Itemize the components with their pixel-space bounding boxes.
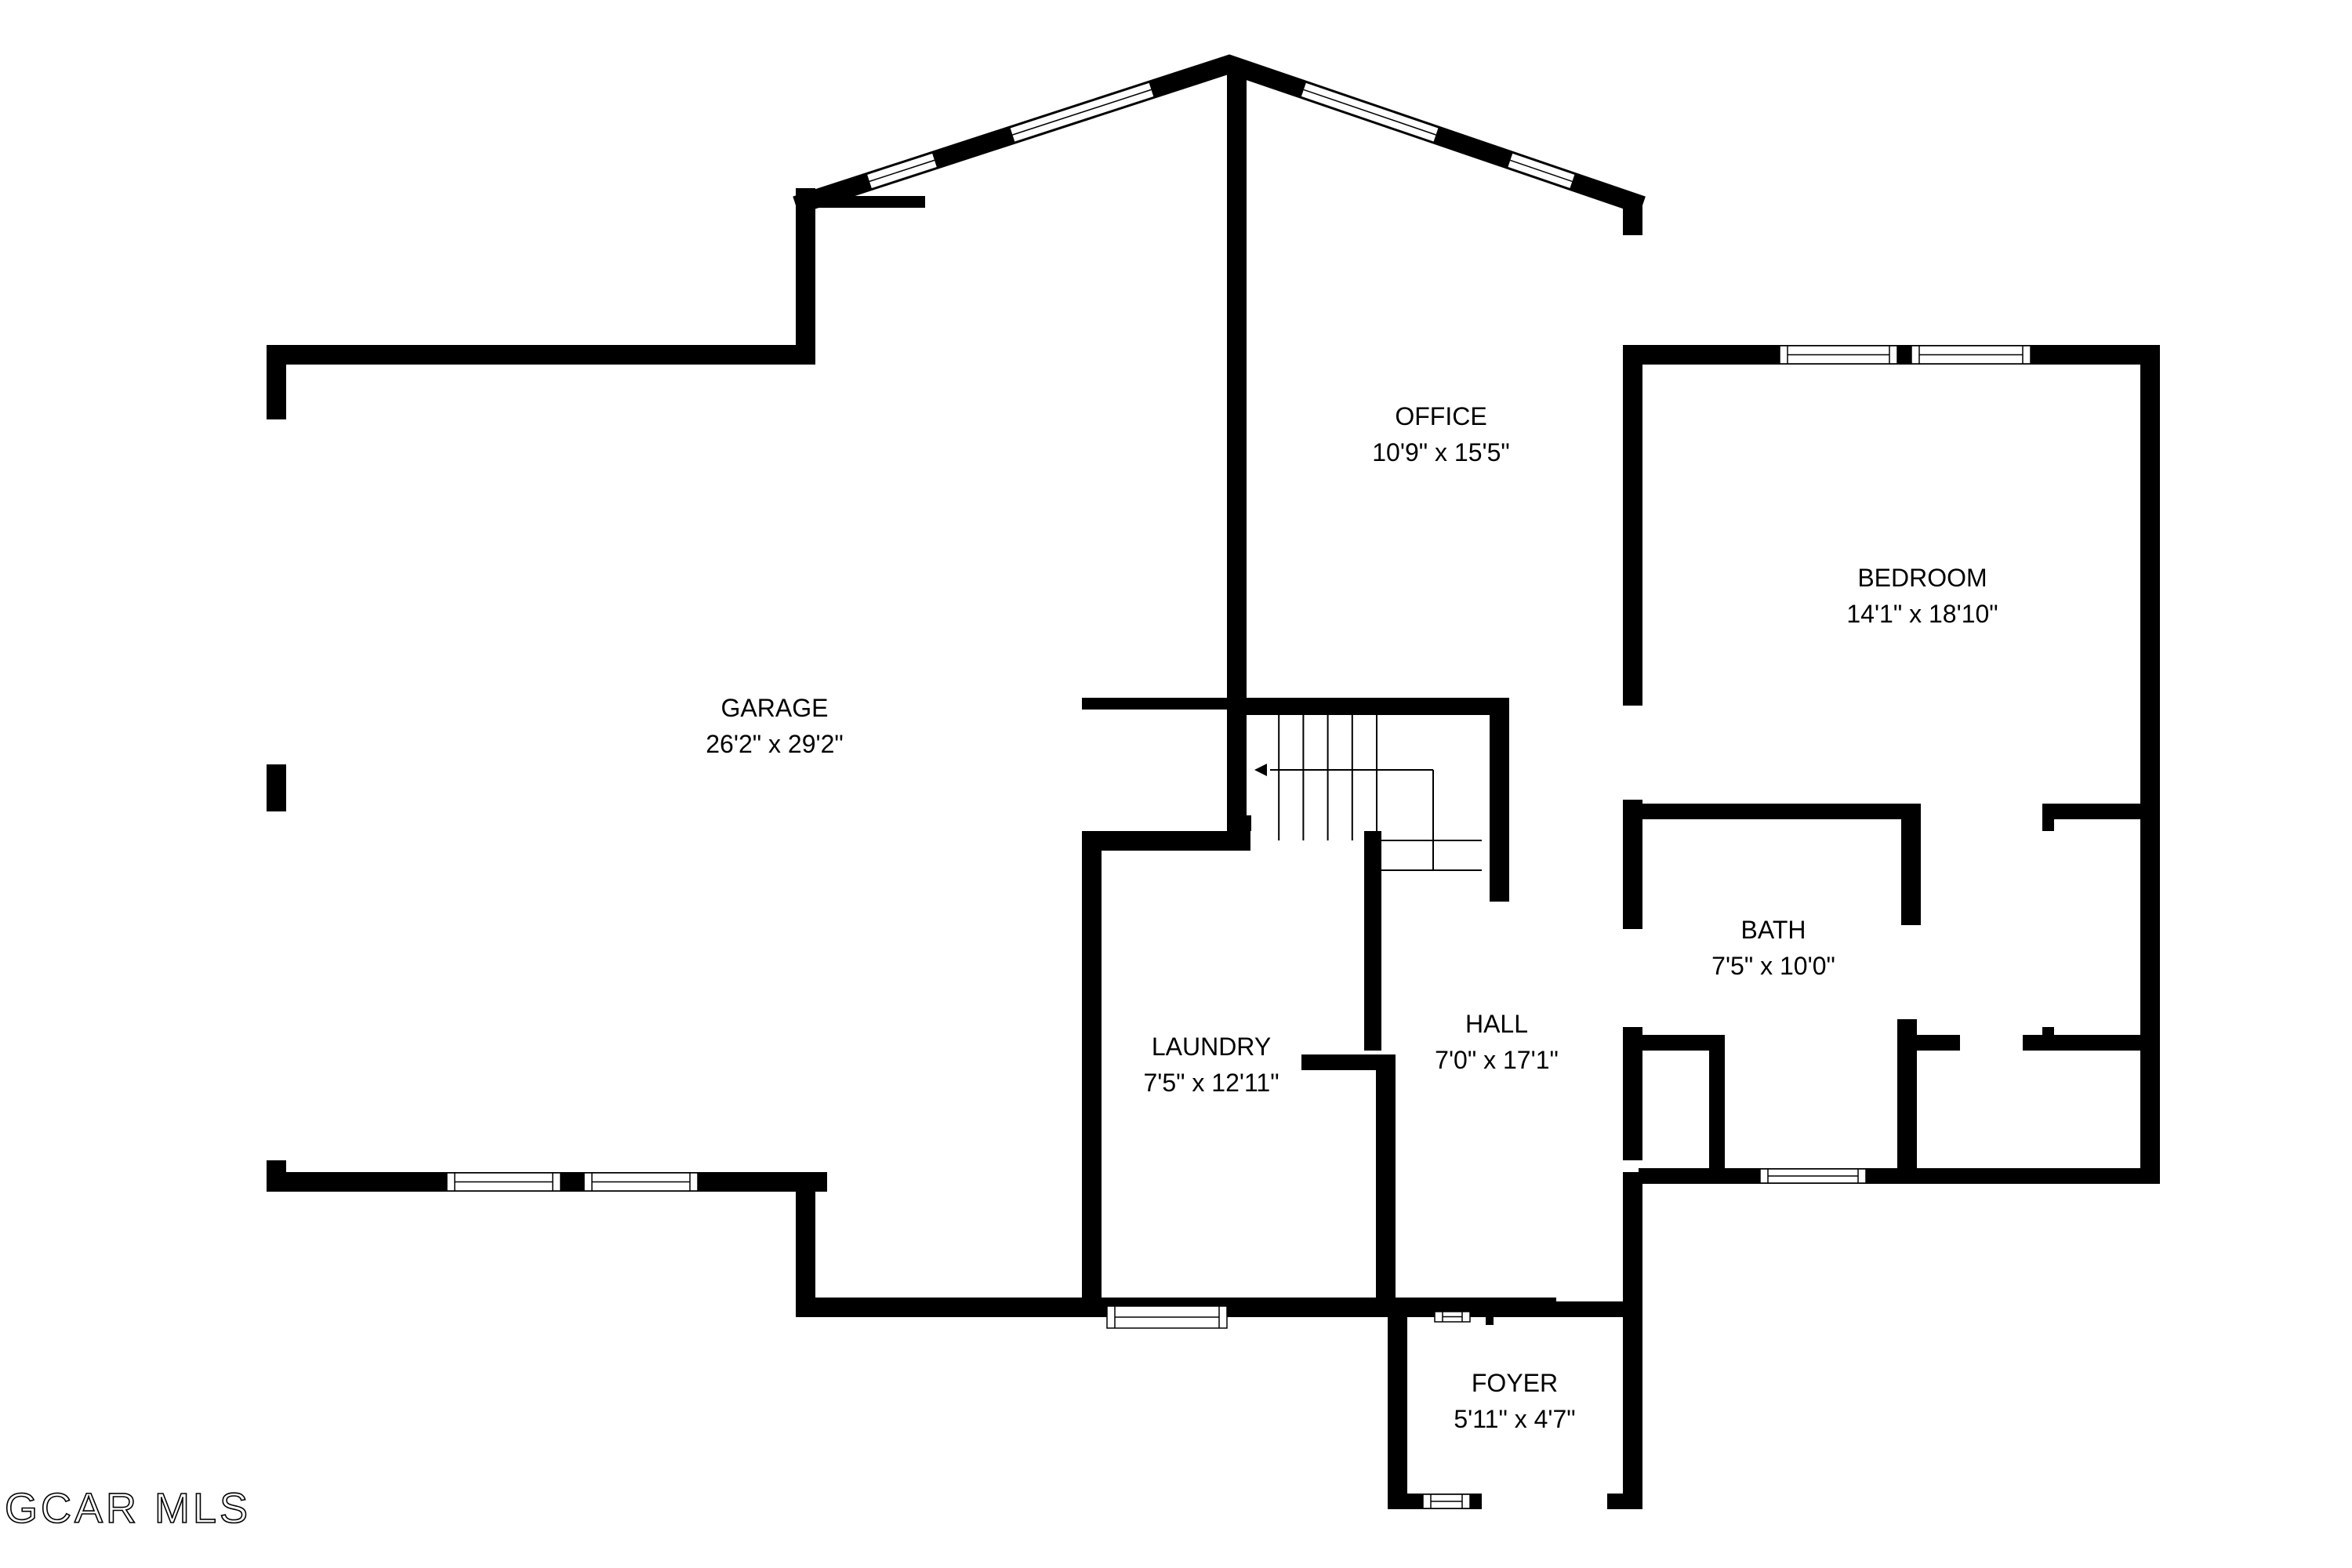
- walls-layer: [267, 63, 2160, 1509]
- wall: [796, 1298, 1090, 1317]
- room-label-hall: HALL 7'0" x 17'1": [1435, 1006, 1559, 1079]
- wall: [1901, 804, 1921, 925]
- wall: [267, 764, 286, 811]
- wall: [1227, 698, 1509, 715]
- room-name: HALL: [1465, 1010, 1529, 1038]
- wall: [796, 1172, 815, 1313]
- room-label-garage: GARAGE 26'2" x 29'2": [706, 690, 844, 763]
- room-dimensions: 26'2" x 29'2": [706, 730, 844, 759]
- wall: [1082, 831, 1102, 1317]
- wall: [1082, 972, 1102, 984]
- wall: [1709, 1035, 1725, 1184]
- watermark: GCAR MLS: [4, 1484, 252, 1533]
- window: [1434, 1311, 1471, 1323]
- wall: [1623, 804, 1921, 819]
- room-label-bath: BATH 7'5" x 10'0": [1711, 912, 1835, 985]
- wall: [2042, 1027, 2054, 1039]
- wall: [796, 188, 815, 365]
- wall: [1082, 698, 1250, 710]
- room-dimensions: 14'1" x 18'10": [1846, 600, 1998, 629]
- wall: [1301, 1054, 1396, 1070]
- room-label-laundry: LAUNDRY 7'5" x 12'11": [1143, 1029, 1279, 1102]
- wall: [1917, 1035, 1960, 1051]
- wall: [2042, 804, 2054, 831]
- window: [1422, 1494, 1471, 1509]
- wall: [2042, 804, 2148, 819]
- wall: [2140, 345, 2160, 1184]
- window: [1106, 1305, 1228, 1329]
- window: [1779, 345, 1898, 365]
- wall: [1639, 1168, 2160, 1184]
- wall: [1490, 698, 1509, 902]
- room-name: BATH: [1740, 916, 1806, 944]
- wall: [2023, 1035, 2148, 1051]
- wall: [267, 345, 815, 365]
- wall: [1388, 1301, 1642, 1317]
- wall: [1897, 1019, 1917, 1184]
- wall: [1623, 1172, 1642, 1317]
- room-name: OFFICE: [1395, 402, 1487, 430]
- wall: [1082, 831, 1250, 851]
- room-name: BEDROOM: [1857, 564, 1987, 592]
- window: [583, 1172, 699, 1192]
- room-dimensions: 5'11" x 4'7": [1454, 1405, 1576, 1434]
- roof-wall: [793, 54, 1646, 215]
- wall: [1639, 1035, 1725, 1051]
- wall: [267, 345, 286, 419]
- window: [446, 1172, 561, 1192]
- room-name: GARAGE: [720, 694, 829, 722]
- stair-arrow-icon: [1254, 764, 1267, 776]
- wall: [1364, 831, 1381, 1051]
- room-label-bedroom: BEDROOM 14'1" x 18'10": [1846, 560, 1998, 633]
- room-label-office: OFFICE 10'9" x 15'5": [1372, 398, 1510, 471]
- angled-roof-walls: [793, 54, 1646, 215]
- wall: [1623, 800, 1642, 929]
- window: [1911, 345, 2031, 365]
- room-dimensions: 7'0" x 17'1": [1435, 1046, 1559, 1075]
- wall: [1388, 1317, 1407, 1509]
- wall: [1623, 345, 1642, 706]
- room-dimensions: 7'5" x 10'0": [1711, 952, 1835, 981]
- staircase: [1254, 711, 1482, 871]
- wall: [1376, 1054, 1396, 1317]
- room-dimensions: 7'5" x 12'11": [1143, 1069, 1279, 1098]
- room-name: FOYER: [1471, 1369, 1559, 1397]
- window: [1759, 1168, 1867, 1184]
- windows-layer: [446, 345, 2031, 1509]
- wall: [1486, 1313, 1494, 1325]
- room-label-foyer: FOYER 5'11" x 4'7": [1454, 1365, 1575, 1438]
- room-dimensions: 10'9" x 15'5": [1372, 438, 1510, 467]
- room-name: LAUNDRY: [1151, 1033, 1272, 1061]
- wall: [1247, 815, 1251, 831]
- wall: [1227, 63, 1247, 831]
